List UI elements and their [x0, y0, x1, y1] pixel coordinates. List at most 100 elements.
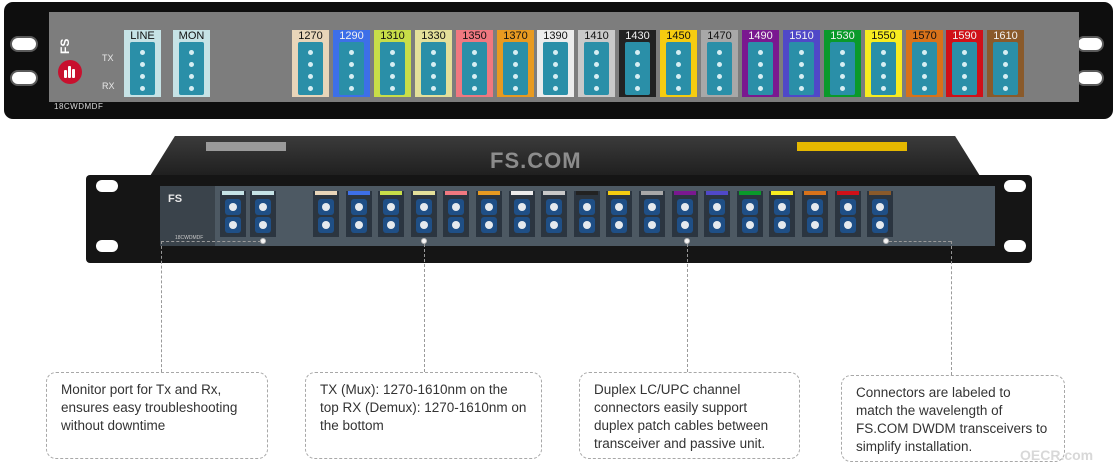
channel-port-1350-connector — [462, 42, 487, 95]
lc-connector-icon — [383, 199, 399, 215]
callout-wavelength-labels-text: Connectors are labeled to match the wave… — [856, 385, 1048, 454]
chassis-lc-slot — [737, 191, 763, 237]
channel-port-1610: 1610 — [987, 30, 1024, 97]
channel-port-1550-connector — [871, 42, 896, 95]
lc-connector-icon — [872, 199, 888, 215]
chassis-lc-slot — [346, 191, 372, 237]
channel-port-1610-connector — [993, 42, 1018, 95]
channel-port-1310: 1310 — [374, 30, 411, 97]
lc-connector-icon — [318, 199, 334, 215]
chassis-lc-slot — [509, 191, 535, 237]
leader-line-monitor-horizontal — [161, 241, 261, 242]
lc-connector-icon — [644, 199, 660, 215]
channel-port-1390-label: 1390 — [543, 30, 568, 42]
channel-port-1290-connector — [339, 42, 364, 95]
callout-duplex-connectors-text: Duplex LC/UPC channel connectors easily … — [594, 382, 769, 451]
channel-port-1330-label: 1330 — [421, 30, 446, 42]
lc-connector-icon — [579, 217, 595, 233]
channel-port-1350: 1350 — [456, 30, 493, 97]
channel-port-1430-connector — [625, 42, 650, 95]
lc-connector-icon — [481, 199, 497, 215]
channel-port-1590-label: 1590 — [952, 30, 977, 42]
panel-brand-text: FS — [58, 38, 72, 54]
channel-port-1370-connector — [503, 42, 528, 95]
chassis-lc-slot — [250, 191, 276, 237]
site-watermark: OECR.com — [1020, 447, 1094, 463]
lc-connector-icon — [709, 199, 725, 215]
chassis-mount-hole-bottom-left — [96, 240, 118, 252]
leader-line-txrx — [424, 244, 425, 372]
chassis-mount-hole-top-left — [96, 180, 118, 192]
leader-line-labels — [951, 241, 952, 375]
lc-connector-icon — [546, 217, 562, 233]
channel-port-1570-connector — [912, 42, 937, 95]
channel-port-1370: 1370 — [497, 30, 534, 97]
chassis-lc-slot — [769, 191, 795, 237]
channel-port-1570-label: 1570 — [912, 30, 937, 42]
lc-connector-icon — [255, 217, 271, 233]
channel-port-1270-label: 1270 — [298, 30, 323, 42]
lc-connector-icon — [709, 217, 725, 233]
mon-port-connector — [179, 42, 204, 95]
chassis-lc-slot — [220, 191, 246, 237]
leader-dot-txrx — [421, 238, 427, 244]
lc-connector-icon — [416, 217, 432, 233]
channel-port-1310-label: 1310 — [380, 30, 405, 42]
lc-connector-icon — [351, 217, 367, 233]
channel-port-1490-label: 1490 — [748, 30, 773, 42]
callout-wavelength-labels: Connectors are labeled to match the wave… — [841, 375, 1065, 462]
chassis-mount-hole-bottom-right — [1004, 240, 1026, 252]
lc-connector-icon — [225, 217, 241, 233]
chassis-model: 18CWDMDF — [175, 235, 204, 241]
lc-connector-icon — [742, 199, 758, 215]
chassis-lc-slot — [443, 191, 469, 237]
lc-connector-icon — [840, 199, 856, 215]
mon-port-label: MON — [178, 30, 205, 42]
lc-connector-icon — [611, 199, 627, 215]
channel-port-1270: 1270 — [292, 30, 329, 97]
lc-connector-icon — [255, 199, 271, 215]
channel-port-1330: 1330 — [415, 30, 452, 97]
lc-connector-icon — [448, 199, 464, 215]
channel-port-1390-connector — [543, 42, 568, 95]
lc-connector-icon — [872, 217, 888, 233]
channel-port-1490-connector — [748, 42, 773, 95]
leader-dot-labels — [883, 238, 889, 244]
channel-port-1450-connector — [666, 42, 691, 95]
lc-connector-icon — [774, 199, 790, 215]
channel-port-1290: 1290 — [333, 30, 370, 97]
lc-connector-icon — [546, 199, 562, 215]
channel-port-1590-connector — [952, 42, 977, 95]
rx-label: RX — [102, 81, 115, 91]
leader-dot-duplex — [684, 238, 690, 244]
chassis-logo-plate — [160, 186, 215, 246]
lc-connector-icon — [677, 199, 693, 215]
mount-hole-top-right — [1076, 36, 1104, 52]
chassis-lc-slot — [313, 191, 339, 237]
lc-connector-icon — [579, 199, 595, 215]
channel-port-1550-label: 1550 — [871, 30, 896, 42]
chassis-lc-slot — [802, 191, 828, 237]
lc-connector-icon — [807, 199, 823, 215]
leader-line-duplex — [687, 244, 688, 372]
leader-line-labels-horizontal — [889, 241, 951, 242]
tx-label: TX — [102, 53, 114, 63]
chassis-lc-slot — [639, 191, 665, 237]
channel-port-1530: 1530 — [824, 30, 861, 97]
channel-port-1510-connector — [789, 42, 814, 95]
chassis-warning-sticker — [797, 142, 907, 151]
chassis-lc-slot — [476, 191, 502, 237]
callout-tx-rx: TX (Mux): 1270-1610nm on the top RX (Dem… — [305, 372, 542, 459]
mount-hole-top-left — [10, 36, 38, 52]
chassis-top-label — [206, 142, 286, 151]
callout-monitor-port: Monitor port for Tx and Rx, ensures easy… — [46, 372, 268, 459]
chassis-lc-slot — [704, 191, 730, 237]
chassis-lc-slot — [411, 191, 437, 237]
chassis-lc-slot — [541, 191, 567, 237]
channel-port-1550: 1550 — [865, 30, 902, 97]
chassis-lc-slot — [378, 191, 404, 237]
channel-port-1270-connector — [298, 42, 323, 95]
lc-connector-icon — [644, 217, 660, 233]
line-port: LINE — [124, 30, 161, 97]
channel-port-1570: 1570 — [906, 30, 943, 97]
